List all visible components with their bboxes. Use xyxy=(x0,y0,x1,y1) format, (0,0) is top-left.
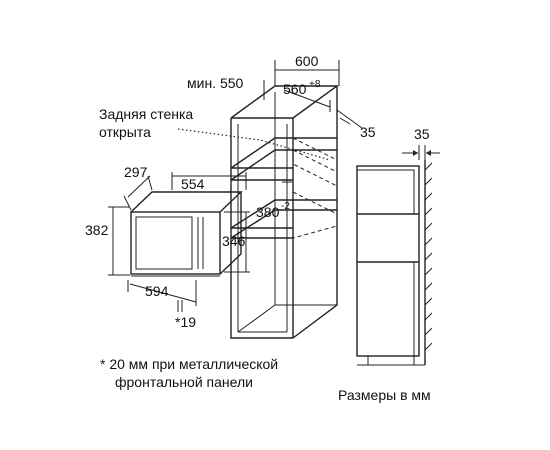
footnote-line-1: * 20 мм при металлической xyxy=(100,356,278,372)
wall-hatch xyxy=(424,162,433,351)
dim-297: 297 xyxy=(124,164,148,180)
dim-346: 346 xyxy=(222,233,246,249)
footnote-line-2: фронтальной панели xyxy=(115,374,253,390)
microwave-dimensions xyxy=(108,172,250,312)
dim-380: 380 xyxy=(256,204,280,220)
dim-19: *19 xyxy=(175,314,196,330)
dim-560-tolerance: +8 xyxy=(309,79,321,90)
back-wall-label-1: Задняя стенка xyxy=(99,106,193,122)
dim-35-cabinet: 35 xyxy=(360,124,376,140)
cabinet-dimensions xyxy=(177,60,363,239)
units-note: Размеры в мм xyxy=(338,387,431,403)
tall-cabinet-drawing xyxy=(230,85,340,339)
dim-380-tolerance: -2 xyxy=(281,201,290,212)
dim-600: 600 xyxy=(295,53,319,69)
dim-550-min: мин. 550 xyxy=(187,75,244,91)
dim-560: 560 xyxy=(283,81,307,97)
back-wall-label-2: открыта xyxy=(99,124,151,140)
dim-594: 594 xyxy=(145,283,169,299)
side-view-drawing xyxy=(356,145,440,366)
dim-35-side: 35 xyxy=(414,126,430,142)
dim-382: 382 xyxy=(85,222,109,238)
dim-554: 554 xyxy=(181,176,205,192)
